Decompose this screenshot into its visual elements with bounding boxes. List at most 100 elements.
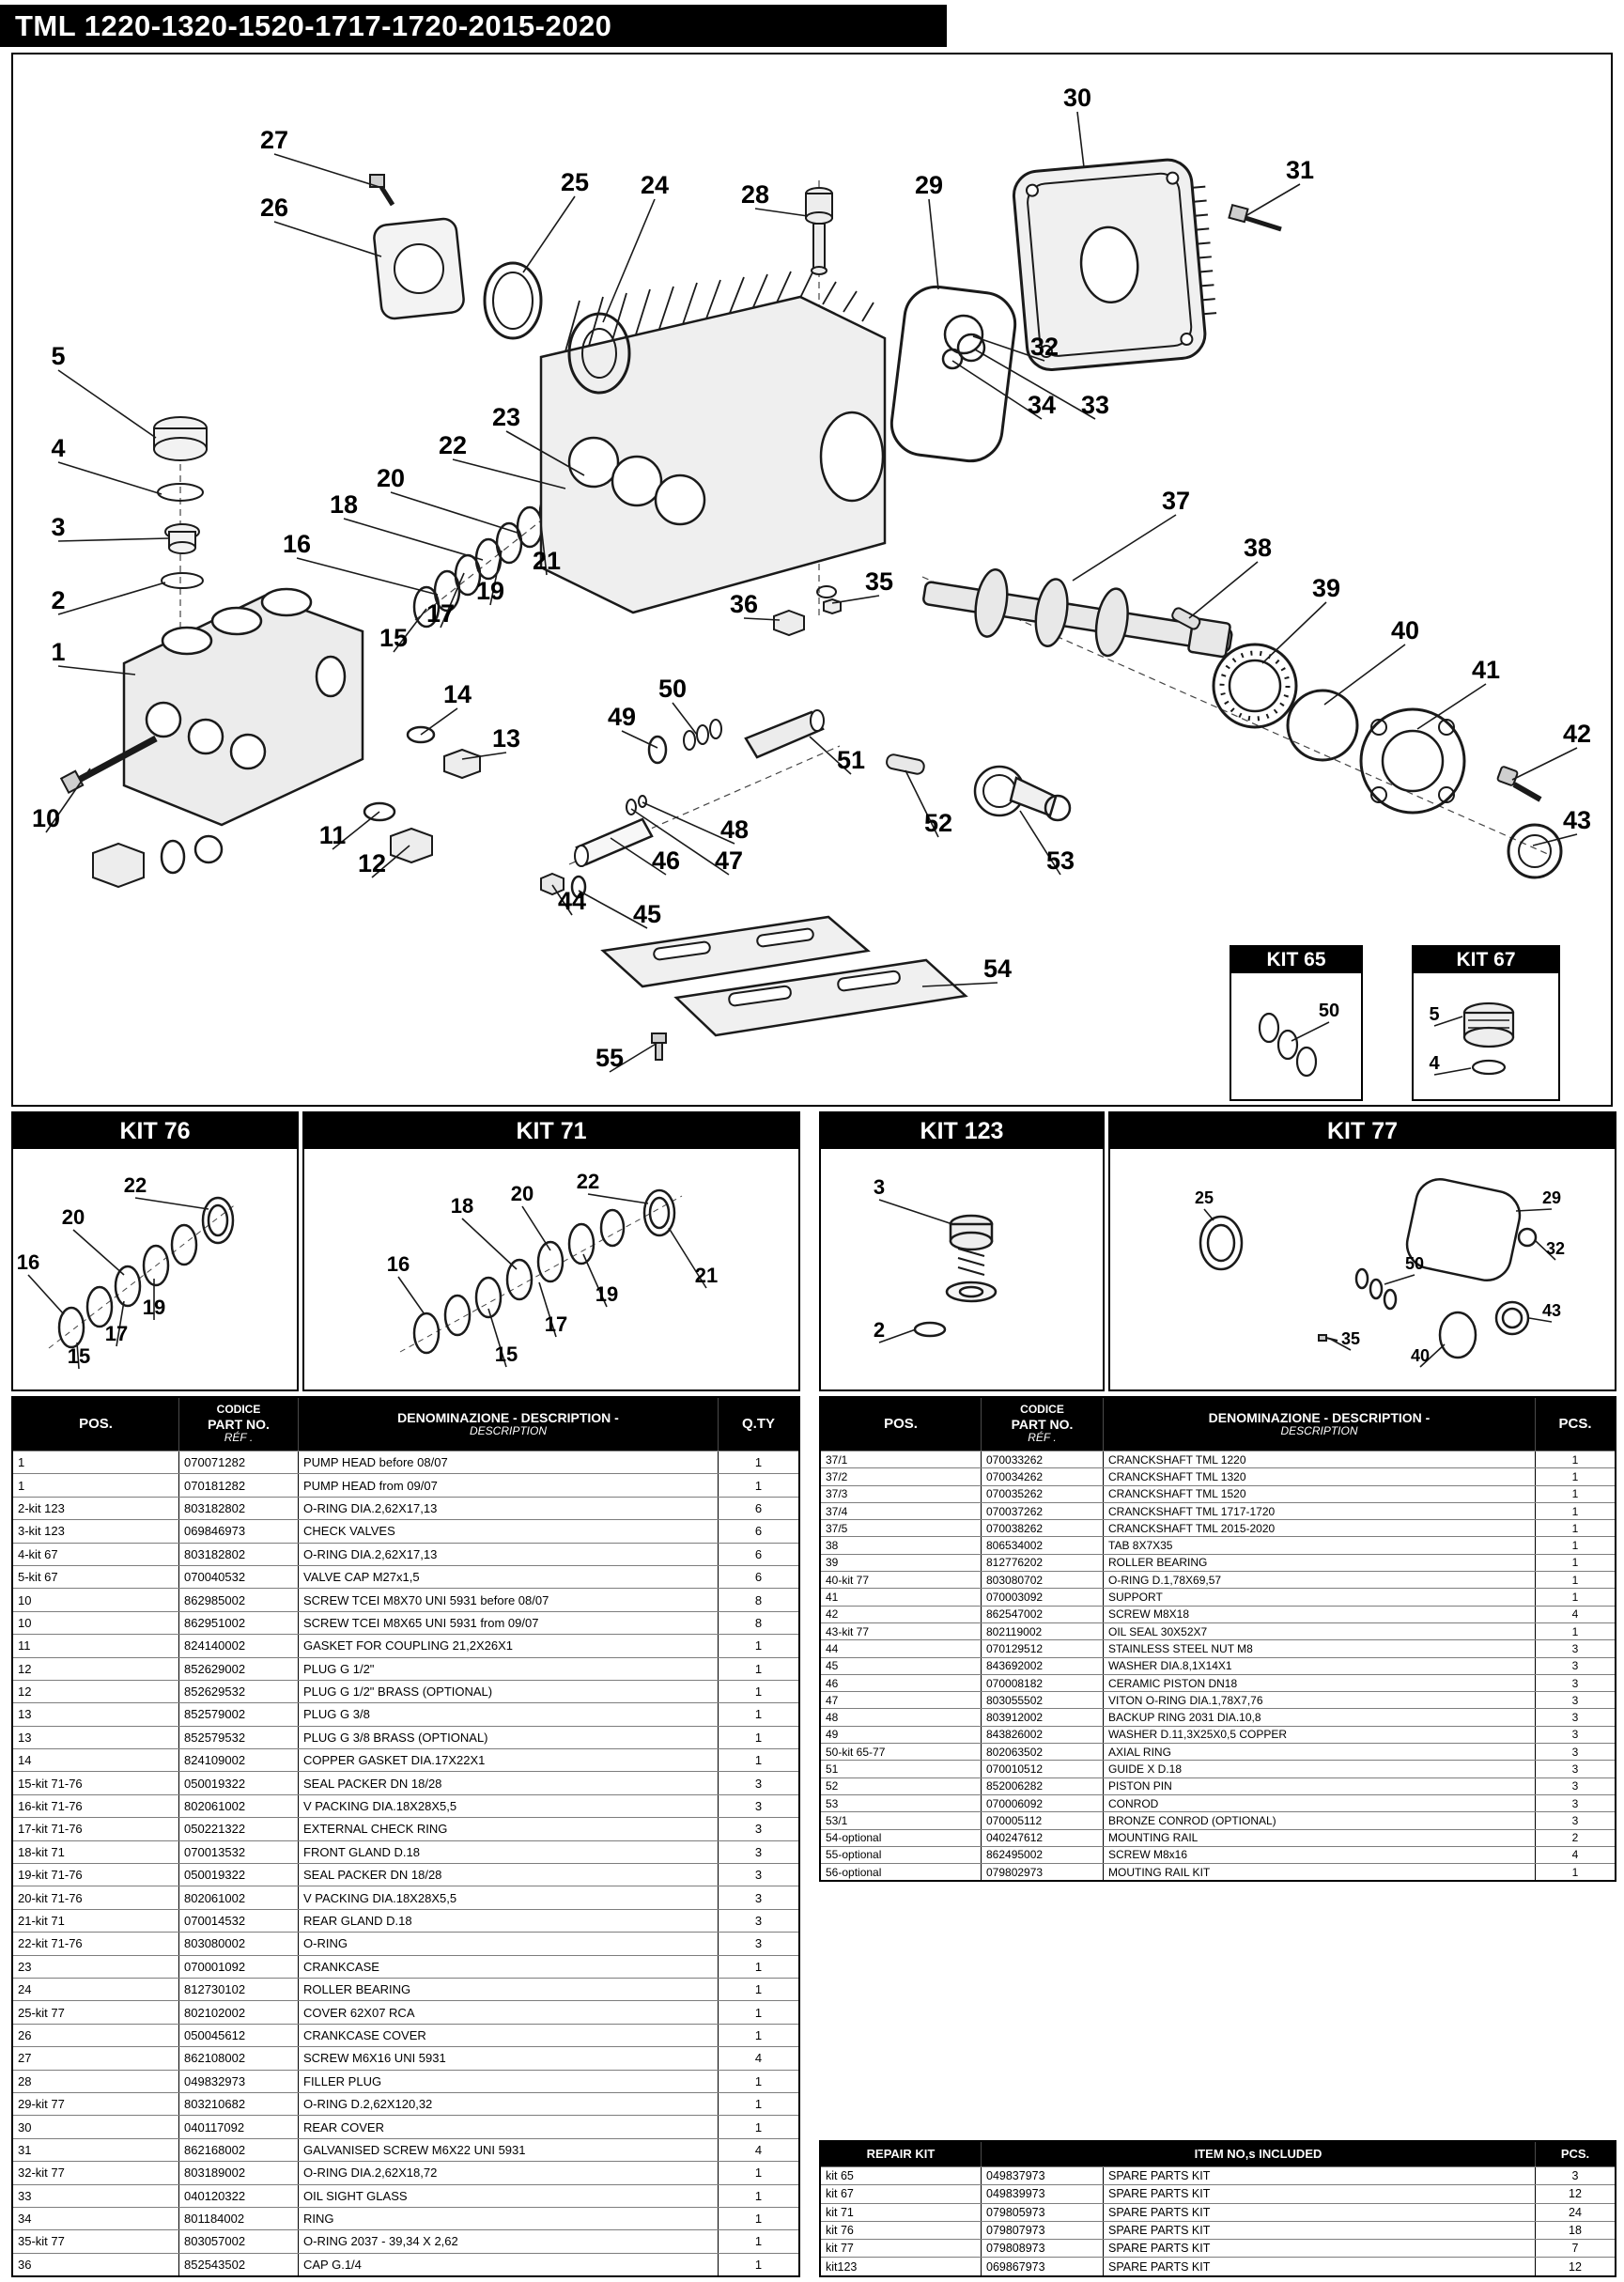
callout-23: 23 [492,403,520,431]
table-cell: 3 [1535,1692,1615,1709]
callout-leader-line [1433,1067,1472,1076]
table-cell: 4 [718,2047,798,2070]
table-cell: 070037262 [981,1502,1103,1520]
callout-43: 43 [1563,806,1591,834]
table-cell: SEAL PACKER DN 18/28 [298,1772,718,1794]
callout-34: 34 [1028,391,1056,419]
sight-glass-rings-drawing [941,314,986,370]
table-cell: VALVE CAP M27x1,5 [298,1565,718,1589]
callout-leader-line [630,808,730,876]
table-cell: 069846973 [178,1520,298,1543]
callout-55: 55 [595,1044,624,1072]
table-cell: 852006282 [981,1777,1103,1794]
table-cell: 37/4 [826,1504,848,1518]
table-cell: 852629002 [178,1657,298,1680]
table-cell: 862951002 [178,1611,298,1635]
table-cell: 40-kit 77 [826,1573,870,1587]
table-cell: 1 [1535,1485,1615,1502]
callout-leader-line [743,617,781,621]
table-header: POS. CODICE PART NO. RÉF . DENOMINAZIONE… [821,1398,1615,1451]
callout-10: 10 [32,804,60,832]
callout-leader-line [672,702,698,736]
table-cell: 070035262 [981,1485,1103,1502]
table-cell: 35-kit 77 [18,2234,65,2249]
table-cell: WASHER D.11,3X25X0,5 COPPER [1103,1726,1535,1744]
callout-22: 22 [439,431,467,459]
table-cell: 10 [18,1615,32,1630]
callout-leader-line [1072,514,1177,582]
callout-32: 32 [1030,333,1059,361]
table-cell: kit123 [826,2259,858,2274]
table-cell: 079808973 [981,2240,1103,2258]
callout-17: 17 [426,599,455,628]
table-cell: 843692002 [981,1657,1103,1674]
code-header-line: CODICE [1020,1403,1064,1417]
callout-leader-line [609,1042,658,1073]
mounting-rail-drawing [600,915,968,1037]
table-cell: 803210682 [178,2092,298,2116]
table-cell: 37/1 [826,1452,848,1467]
table-cell: 852543502 [178,2253,298,2276]
callout-15: 15 [495,1343,518,1366]
callout-leader-line [489,550,503,606]
table-cell: 24 [18,1982,32,1997]
pcs-header: PCS. [1535,2142,1615,2166]
description-header: DENOMINAZIONE - DESCRIPTION - DESCRIPTIO… [1103,1398,1535,1451]
table-cell: 47 [826,1693,839,1707]
callout-17: 17 [105,1322,128,1345]
table-cell: REAR GLAND D.18 [298,1909,718,1933]
valve-cap-drawing [1462,1001,1515,1076]
table-cell: 040120322 [178,2184,298,2207]
table-cell: SCREW M6X16 UNI 5931 [298,2047,718,2070]
callout-19: 19 [476,577,504,605]
table-cell: PLUG G 1/2" [298,1657,718,1680]
table-cell: 20-kit 71-76 [18,1890,83,1905]
callout-leader-line [610,837,667,876]
callout-26: 26 [260,194,288,222]
table-cell: 803912002 [981,1709,1103,1726]
table-cell: 070071282 [178,1451,298,1474]
screw-31-drawing [1228,203,1282,232]
callout-leader-line [1416,683,1487,730]
crankcase-cover-drawing [373,217,465,320]
table-cell: PLUG G 3/8 [298,1703,718,1726]
kit77-header: KIT 77 [1110,1113,1615,1149]
callout-leader-line [487,1308,507,1368]
callout-leader-line [397,1276,425,1315]
qty-header: Q.TY [718,1398,798,1451]
bearing-24-drawing [567,312,631,395]
callout-18: 18 [451,1194,473,1218]
table-cell: 3 [718,1840,798,1864]
oring-40-drawing [1286,689,1359,762]
table-cell: 070129512 [981,1640,1103,1657]
table-cell: CONROD [1103,1794,1535,1812]
table-cell: 10 [18,1592,32,1607]
table-cell: 049832973 [178,2070,298,2092]
callout-45: 45 [633,900,661,928]
callout-16: 16 [17,1250,39,1274]
table-cell: 862168002 [178,2138,298,2162]
table-cell: 803182802 [178,1497,298,1520]
screw-55-drawing [651,1032,667,1061]
table-cell: 070038262 [981,1520,1103,1537]
table-cell: 803080002 [178,1933,298,1955]
table-cell: ROLLER BEARING [1103,1554,1535,1572]
callout-leader-line [1419,1343,1446,1368]
